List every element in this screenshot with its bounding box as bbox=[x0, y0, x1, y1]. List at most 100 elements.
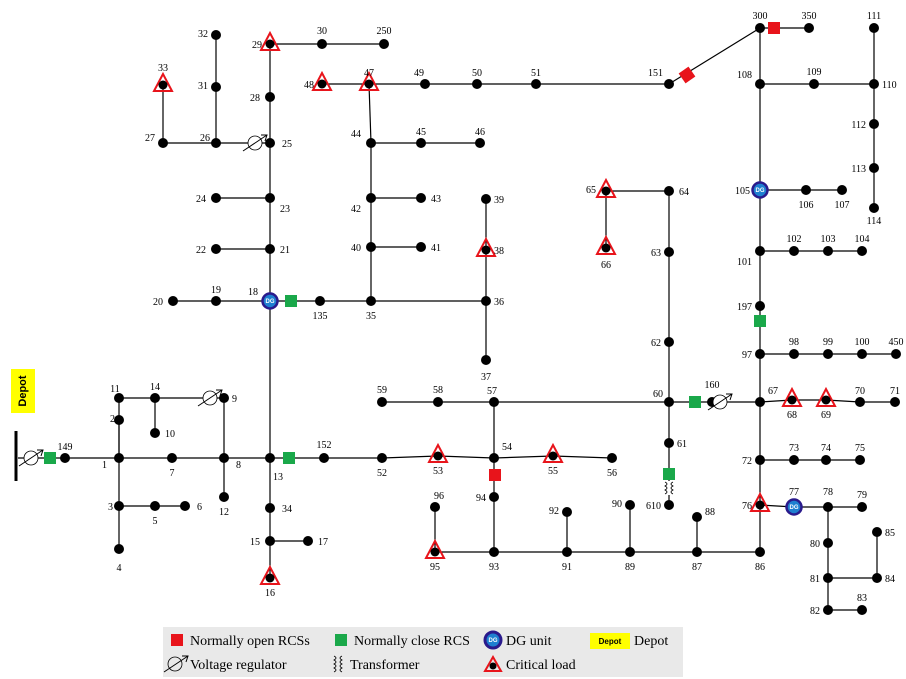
bus-label-450: 450 bbox=[889, 337, 904, 348]
bus-label-52: 52 bbox=[377, 468, 387, 479]
legend-depot-badge: Depot bbox=[599, 637, 622, 646]
bus-node-99 bbox=[823, 349, 833, 359]
bus-node-34 bbox=[265, 503, 275, 513]
legend-voltage-regulator: Voltage regulator bbox=[190, 658, 287, 673]
normally-close-switch bbox=[754, 315, 766, 327]
bus-node-15 bbox=[265, 536, 275, 546]
bus-label-63: 63 bbox=[651, 248, 661, 259]
bus-label-135: 135 bbox=[313, 311, 328, 322]
bus-node-39 bbox=[481, 194, 491, 204]
bus-label-25: 25 bbox=[282, 139, 292, 150]
bus-label-77: 77 bbox=[789, 487, 799, 498]
bus-label-101: 101 bbox=[737, 257, 752, 268]
bus-label-13: 13 bbox=[273, 472, 283, 483]
bus-node-450 bbox=[891, 349, 901, 359]
bus-label-6: 6 bbox=[197, 502, 202, 513]
bus-node-7 bbox=[167, 453, 177, 463]
bus-node-108 bbox=[755, 79, 765, 89]
bus-node-56 bbox=[607, 453, 617, 463]
bus-label-55: 55 bbox=[548, 466, 558, 477]
bus-label-3: 3 bbox=[108, 502, 113, 513]
critical-load-icon bbox=[595, 177, 617, 198]
bus-node-72 bbox=[755, 455, 765, 465]
bus-label-43: 43 bbox=[431, 194, 441, 205]
bus-node-23 bbox=[265, 193, 275, 203]
legend-normally-close: Normally close RCS bbox=[354, 634, 470, 649]
bus-label-65: 65 bbox=[586, 185, 596, 196]
normally-close-switch bbox=[663, 468, 675, 480]
bus-node-350 bbox=[804, 23, 814, 33]
bus-node-84 bbox=[872, 573, 882, 583]
bus-label-100: 100 bbox=[855, 337, 870, 348]
normally-close-switch bbox=[44, 452, 56, 464]
bus-label-12: 12 bbox=[219, 507, 229, 518]
voltage-regulator-icon bbox=[197, 389, 223, 407]
normally-close-switch bbox=[689, 396, 701, 408]
bus-label-70: 70 bbox=[855, 386, 865, 397]
voltage-regulator-icon bbox=[242, 134, 268, 152]
bus-node-32 bbox=[211, 30, 221, 40]
bus-node-110 bbox=[869, 79, 879, 89]
bus-label-75: 75 bbox=[855, 443, 865, 454]
bus-label-56: 56 bbox=[607, 468, 617, 479]
bus-label-86: 86 bbox=[755, 562, 765, 573]
bus-label-107: 107 bbox=[835, 200, 850, 211]
bus-node-37 bbox=[481, 355, 491, 365]
bus-label-149: 149 bbox=[58, 442, 73, 453]
bus-node-25 bbox=[265, 138, 275, 148]
bus-node-1 bbox=[114, 453, 124, 463]
bus-node-250 bbox=[379, 39, 389, 49]
bus-label-54: 54 bbox=[502, 442, 512, 453]
bus-label-89: 89 bbox=[625, 562, 635, 573]
bus-node-46 bbox=[475, 138, 485, 148]
bus-label-47: 47 bbox=[364, 68, 374, 79]
bus-node-152 bbox=[319, 453, 329, 463]
bus-label-92: 92 bbox=[549, 506, 559, 517]
bus-node-27 bbox=[158, 138, 168, 148]
bus-label-91: 91 bbox=[562, 562, 572, 573]
bus-label-64: 64 bbox=[679, 187, 689, 198]
bus-node-81 bbox=[823, 573, 833, 583]
bus-label-60: 60 bbox=[653, 389, 663, 400]
critical-load-icon bbox=[427, 442, 449, 463]
bus-label-7: 7 bbox=[170, 468, 175, 479]
bus-node-67 bbox=[755, 397, 765, 407]
bus-label-103: 103 bbox=[821, 234, 836, 245]
bus-label-11: 11 bbox=[110, 384, 120, 395]
bus-label-30: 30 bbox=[317, 26, 327, 37]
bus-node-42 bbox=[366, 193, 376, 203]
bus-node-36 bbox=[481, 296, 491, 306]
bus-label-59: 59 bbox=[377, 385, 387, 396]
critical-load-icon bbox=[815, 386, 837, 407]
bus-label-42: 42 bbox=[351, 204, 361, 215]
voltage-regulator-icon bbox=[163, 655, 189, 673]
bus-label-114: 114 bbox=[867, 216, 882, 227]
critical-load-icon bbox=[542, 442, 564, 463]
bus-label-104: 104 bbox=[855, 234, 870, 245]
bus-label-28: 28 bbox=[250, 93, 260, 104]
bus-node-41 bbox=[416, 242, 426, 252]
bus-node-62 bbox=[664, 337, 674, 347]
bus-label-71: 71 bbox=[890, 386, 900, 397]
bus-label-10: 10 bbox=[165, 429, 175, 440]
bus-label-41: 41 bbox=[431, 243, 441, 254]
bus-label-94: 94 bbox=[476, 493, 486, 504]
critical-load-icon bbox=[595, 234, 617, 255]
bus-node-45 bbox=[416, 138, 426, 148]
bus-label-96: 96 bbox=[434, 491, 444, 502]
legend: Normally open RCSs Normally close RCS DG… bbox=[163, 627, 683, 677]
svg-text:DG: DG bbox=[790, 505, 799, 511]
bus-label-84: 84 bbox=[885, 574, 895, 585]
normally-open-switch bbox=[768, 22, 780, 34]
bus-label-16: 16 bbox=[265, 588, 275, 599]
bus-node-57 bbox=[489, 397, 499, 407]
bus-node-2 bbox=[114, 415, 124, 425]
bus-label-87: 87 bbox=[692, 562, 702, 573]
transformer-icon bbox=[663, 481, 675, 495]
bus-node-102 bbox=[789, 246, 799, 256]
depot-marker: Depot bbox=[11, 369, 35, 413]
bus-label-18: 18 bbox=[248, 287, 258, 298]
bus-label-111: 111 bbox=[867, 11, 881, 22]
bus-node-101 bbox=[755, 246, 765, 256]
